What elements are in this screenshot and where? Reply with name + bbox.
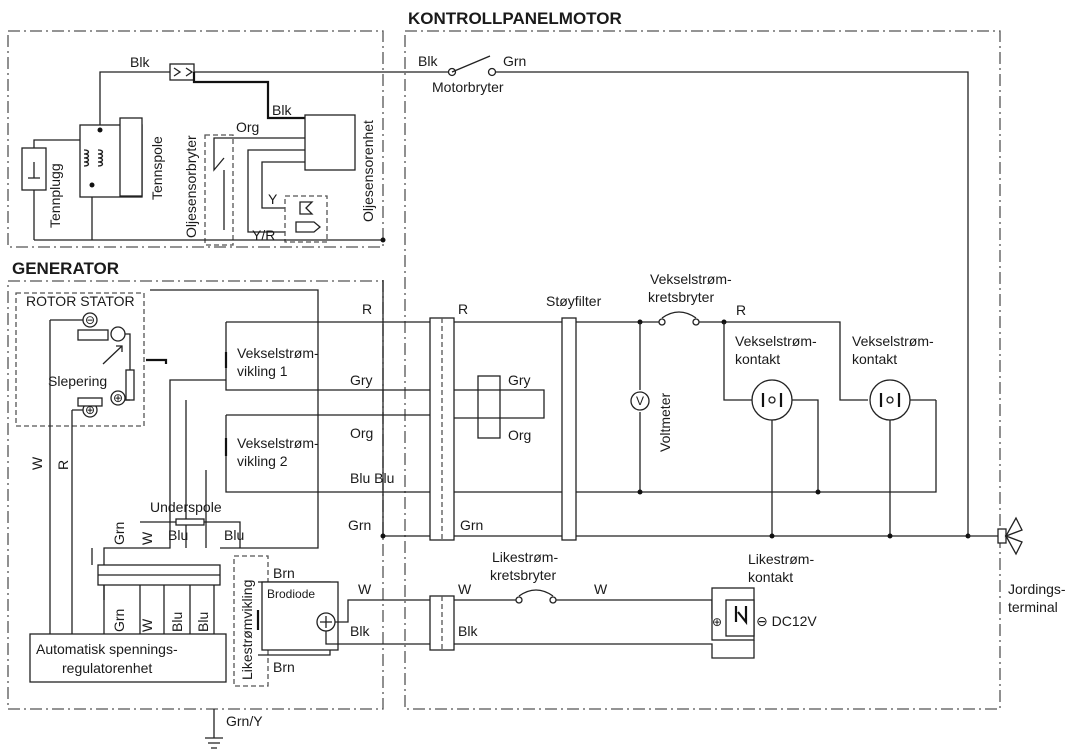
oil-sensor-switch-label: Oljesensorbryter xyxy=(183,135,199,238)
dc-winding-label: Likestrømvikling xyxy=(239,580,255,680)
wire-label-w-diode: W xyxy=(358,581,372,597)
ac-breaker-label-b: kretsbryter xyxy=(648,289,714,305)
noise-filter xyxy=(561,317,577,541)
wire-label-r-left: R xyxy=(55,460,71,470)
dc-outlet-label-b: kontakt xyxy=(748,569,793,585)
sub-coil-label: Underspole xyxy=(150,499,222,515)
wire-label-w-avr: W xyxy=(139,618,155,632)
wire-label-grn-panel: Grn xyxy=(460,517,483,533)
dc-voltage-label: DC12V xyxy=(772,613,818,629)
spark-plug-label: Tennplugg xyxy=(47,163,63,228)
wire-label-blu-avr2: Blu xyxy=(195,612,211,632)
wire-label-w-left: W xyxy=(29,456,45,470)
ac-outlet-2-label-b: kontakt xyxy=(852,351,897,367)
ground-terminal-label-b: terminal xyxy=(1008,599,1058,615)
wire-label-blk-sensor: Blk xyxy=(272,102,292,118)
wire-label-gry-panel: Gry xyxy=(508,372,531,388)
ignition-coil-label: Tennspole xyxy=(149,136,165,200)
dc-breaker-label-a: Likestrøm- xyxy=(492,549,558,565)
oil-sensor-unit-label: Oljesensorenhet xyxy=(360,120,376,222)
ac-winding-1-label-b: vikling 1 xyxy=(237,363,288,379)
ground-terminal xyxy=(997,528,1007,544)
wire-label-brn-top: Brn xyxy=(273,565,295,581)
motor-switch-label: Motorbryter xyxy=(432,79,504,95)
oil-sensor-switch xyxy=(204,134,234,246)
voltmeter xyxy=(630,391,650,411)
wire-label-r-breaker: R xyxy=(736,302,746,318)
rotor-stator-frame xyxy=(15,292,145,427)
wire-label-org-panel: Org xyxy=(508,427,531,443)
control-panel-frame xyxy=(404,30,1001,710)
wire-label-brn-bottom: Brn xyxy=(273,659,295,675)
avr-unit xyxy=(29,633,227,683)
ac-winding-1-label-a: Vekselstrøm- xyxy=(237,345,319,361)
wire-label-yr: Y/R xyxy=(252,227,275,243)
slip-ring-plus-symbol: ⊕ xyxy=(85,403,95,417)
wire-label-blu-sub2: Blu xyxy=(224,527,244,543)
ground-terminal-label-a: Jordings- xyxy=(1008,581,1066,597)
wire-label-grn-avr: Grn xyxy=(111,609,127,632)
wire-label-blk-diode: Blk xyxy=(350,623,370,639)
ac-winding-2-label-b: vikling 2 xyxy=(237,453,288,469)
wire-label-y: Y xyxy=(268,191,278,207)
section-title-engine-panel: KONTROLLPANELMOTOR xyxy=(408,9,622,28)
wire-label-blu-sub1: Blu xyxy=(168,527,188,543)
dc-breaker-label-b: kretsbryter xyxy=(490,567,556,583)
ac-outlet-1-label-b: kontakt xyxy=(735,351,780,367)
rotor-plus-terminal xyxy=(110,390,126,406)
bridge-diode-label: Brodiode xyxy=(267,587,315,601)
wire-label-blu-blu: Blu Blu xyxy=(350,470,394,486)
ac-breaker-label-a: Vekselstrøm- xyxy=(650,271,732,287)
oil-sensor-unit xyxy=(304,114,356,171)
wire-label-w-dc: W xyxy=(458,581,472,597)
slip-ring-label: Slepering xyxy=(48,373,107,389)
rotor-plus-symbol: ⊕ xyxy=(113,391,123,405)
wire-label-r-panel: R xyxy=(458,301,468,317)
avr-label-b: regulatorenhet xyxy=(62,660,152,676)
wire-label-w-top: W xyxy=(139,531,155,545)
dc-outlet-minus-voltage: ⊖ DC12V xyxy=(756,613,817,629)
wire-label-grn-switch: Grn xyxy=(503,53,526,69)
rotor-minus-symbol: ⊖ xyxy=(85,313,95,327)
ignition-connector xyxy=(169,63,195,81)
wire-label-r-winding: R xyxy=(362,301,372,317)
ac-outlet-1-label-a: Vekselstrøm- xyxy=(735,333,817,349)
wire-label-blk-top: Blk xyxy=(130,54,150,70)
wire-label-grn-gen: Grn xyxy=(348,517,371,533)
wire-label-grn-top: Grn xyxy=(111,522,127,545)
wire-label-blk-switch: Blk xyxy=(418,53,438,69)
oil-sensor-connector xyxy=(284,195,328,243)
ac-outlet-2-label-a: Vekselstrøm- xyxy=(852,333,934,349)
wire-label-org-winding: Org xyxy=(350,425,373,441)
wire-label-grn-y: Grn/Y xyxy=(226,713,263,729)
dc-outlet-plus: ⊕ xyxy=(712,615,722,629)
avr-label-a: Automatisk spennings- xyxy=(36,641,178,657)
section-title-generator: GENERATOR xyxy=(12,259,119,278)
noise-filter-label: Støyfilter xyxy=(546,293,602,309)
gry-org-connector xyxy=(477,375,501,439)
wire-label-org: Org xyxy=(236,119,259,135)
sub-coil xyxy=(175,518,205,526)
voltmeter-symbol: V xyxy=(636,394,644,408)
ac-winding-2-label-a: Vekselstrøm- xyxy=(237,435,319,451)
engine-frame xyxy=(7,30,384,248)
wire-label-w-breaker: W xyxy=(594,581,608,597)
wire-label-gry-winding: Gry xyxy=(350,372,373,388)
wire-label-blk-dc: Blk xyxy=(458,623,478,639)
wire-label-blu-avr1: Blu xyxy=(169,612,185,632)
dc-outlet-label-a: Likestrøm- xyxy=(748,551,814,567)
voltmeter-label: Voltmeter xyxy=(657,393,673,452)
section-title-rotor-stator: ROTOR STATOR xyxy=(26,293,135,309)
dc-outlet-minus: ⊖ xyxy=(756,613,768,629)
